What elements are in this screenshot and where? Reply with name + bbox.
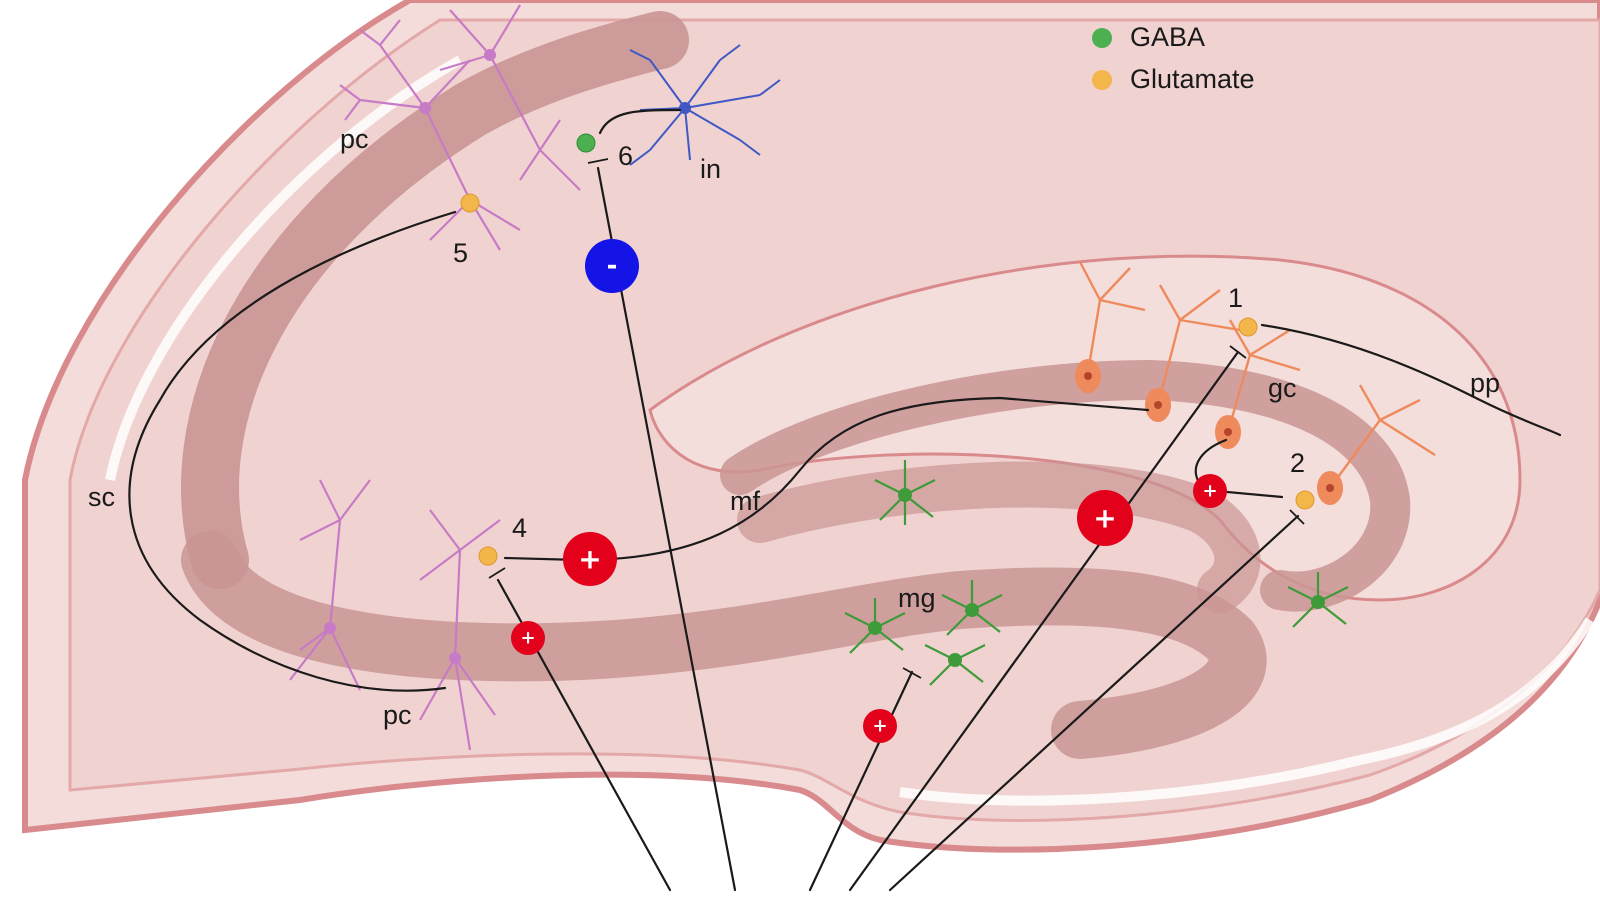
synapse-6-gaba <box>576 133 596 153</box>
microglia-somas <box>868 488 1325 667</box>
synapse-4-glutamate <box>478 546 498 566</box>
pyramidal-soma-bottom-2 <box>449 652 461 664</box>
label-sc: sc <box>88 482 115 512</box>
excitation-badge-synapse4 <box>511 621 545 655</box>
inhibition-badge <box>585 239 639 293</box>
excitation-badge-loop <box>1193 474 1227 508</box>
excitation-badge-microglia-sign: + <box>872 716 887 737</box>
pyramidal-soma-bottom-1 <box>324 622 336 634</box>
excitation-badge-mossy-sign: + <box>578 543 601 576</box>
excitation-badge-granule <box>1077 490 1133 546</box>
synapse-2-glutamate <box>1295 490 1315 510</box>
granule-cells <box>1078 261 1436 489</box>
granule-nuclei <box>1084 372 1334 492</box>
label-in: in <box>700 154 721 184</box>
microglia-cells <box>844 460 1349 686</box>
synapse-number-1: 1 <box>1228 283 1243 313</box>
legend: GABA Glutamate <box>1092 22 1255 94</box>
synapse-number-6: 6 <box>618 141 633 171</box>
pyramidal-cell-layer <box>181 11 689 589</box>
perforant-path <box>1260 323 1562 437</box>
synapse-number-4: 4 <box>512 513 527 543</box>
hippocampal-tissue <box>22 0 1600 853</box>
mossy-fiber-path <box>503 396 1150 562</box>
synapse-number-labels: 1 2 4 5 6 <box>453 141 1305 543</box>
interneuron-soma <box>679 102 691 114</box>
synapse-number-2: 2 <box>1290 448 1305 478</box>
label-mg: mg <box>898 583 936 613</box>
pyramidal-soma-top-1 <box>419 102 431 114</box>
excitation-badge-mossy <box>563 532 617 586</box>
gaba-legend-marker <box>1092 28 1112 48</box>
synapses <box>460 133 1315 566</box>
granule-cell-layer <box>720 359 1411 612</box>
excitation-badge-loop-sign: + <box>1202 481 1217 502</box>
synapse-1-glutamate <box>1238 317 1258 337</box>
cell-labels: pc in gc pp sc mf mg pc <box>88 124 1500 730</box>
pyramidal-cell-layer-lower <box>181 531 1267 759</box>
excitation-badge-microglia <box>863 709 897 743</box>
excitation-badge-granule-sign: + <box>1093 502 1116 535</box>
synapse-number-5: 5 <box>453 238 468 268</box>
gaba-legend-label: GABA <box>1130 22 1205 52</box>
inhibition-badge-sign: - <box>607 251 618 281</box>
schaffer-collateral-path <box>128 210 457 692</box>
label-pc-top: pc <box>340 124 369 154</box>
dentate-gyrus <box>648 254 1522 602</box>
excitation-badge-synapse4-sign: + <box>520 628 535 649</box>
pyramidal-soma-top-2 <box>484 49 496 61</box>
interneuron <box>629 44 781 166</box>
white-matter-stripe <box>105 55 1595 806</box>
modulator-badges: - + + + + + <box>511 239 1227 743</box>
label-pc-bottom: pc <box>383 700 412 730</box>
pyramidal-cell-top-group <box>339 4 581 251</box>
modulation-lines <box>488 158 1305 892</box>
label-pp: pp <box>1470 368 1500 398</box>
label-gc: gc <box>1268 373 1297 403</box>
synapse-5-glutamate <box>460 193 480 213</box>
pathways <box>128 108 1562 692</box>
glutamate-legend-label: Glutamate <box>1130 64 1255 94</box>
glutamate-legend-marker <box>1092 70 1112 90</box>
interneuron-axon <box>598 108 682 135</box>
label-mf: mf <box>730 486 760 516</box>
